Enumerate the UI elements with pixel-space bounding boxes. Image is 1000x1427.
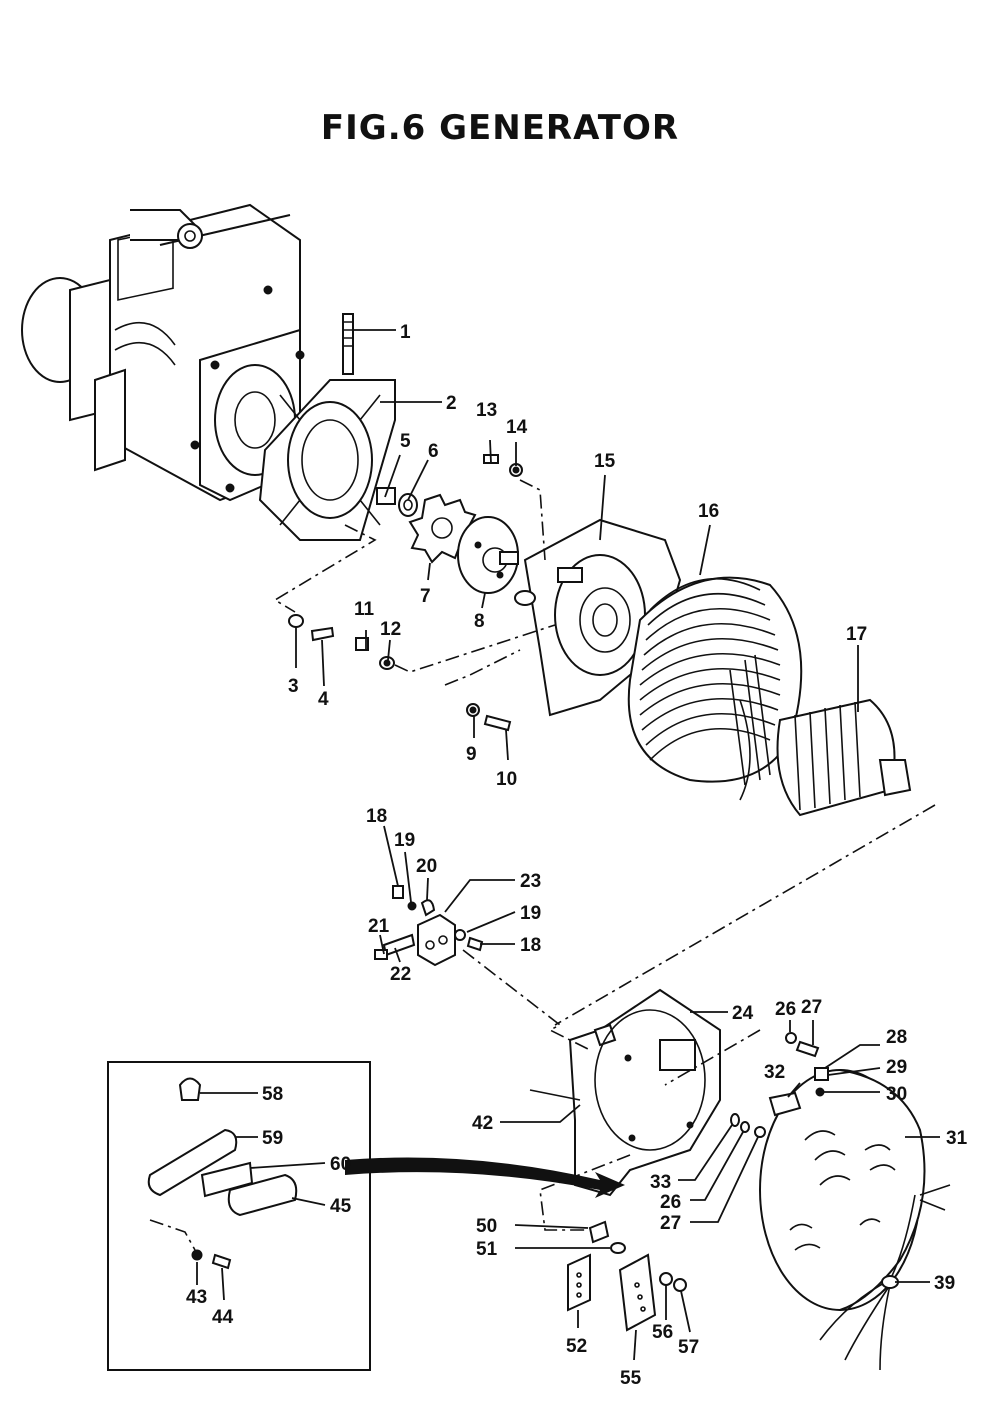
part-rotor xyxy=(739,698,912,817)
callout-3: 3 xyxy=(288,676,299,697)
callout-33: 33 xyxy=(650,1172,671,1193)
part-pad xyxy=(768,1091,802,1117)
callout-24: 24 xyxy=(732,1003,754,1024)
callout-10: 10 xyxy=(496,769,517,790)
part-adapter-plate xyxy=(258,379,396,541)
callout-2: 2 xyxy=(446,393,457,414)
alignment-lines xyxy=(149,479,936,1251)
part-wire xyxy=(529,1089,581,1101)
callout-55: 55 xyxy=(620,1368,642,1389)
callout-8: 8 xyxy=(474,611,485,632)
callout-4: 4 xyxy=(318,689,329,710)
part-stator xyxy=(627,576,803,786)
callout-17: 17 xyxy=(846,624,867,645)
callout-23: 23 xyxy=(520,871,541,892)
engine-block xyxy=(21,203,305,502)
callout-58: 58 xyxy=(262,1084,283,1105)
arrow-to-bracket xyxy=(345,1157,625,1198)
callout-20: 20 xyxy=(416,856,437,877)
callout-12: 12 xyxy=(380,619,401,640)
callout-13: 13 xyxy=(476,400,497,421)
callout-18b: 18 xyxy=(520,935,541,956)
callout-labels: 1 2 3 4 5 6 7 8 9 10 11 12 13 14 15 16 1… xyxy=(186,322,968,1389)
callout-31: 31 xyxy=(946,1128,968,1149)
callout-1: 1 xyxy=(400,322,411,343)
callout-27a: 27 xyxy=(801,997,822,1018)
callout-22: 22 xyxy=(390,964,411,985)
callout-15: 15 xyxy=(594,451,616,472)
callout-44: 44 xyxy=(212,1307,234,1328)
part-terminal-block xyxy=(374,885,484,967)
callout-18a: 18 xyxy=(366,806,387,827)
callout-6: 6 xyxy=(428,441,439,462)
part-fasteners-upper xyxy=(288,454,523,732)
figure-title: FIG.6 GENERATOR xyxy=(320,108,680,148)
part-end-cover xyxy=(759,1069,926,1311)
callout-45: 45 xyxy=(330,1196,352,1217)
callout-9: 9 xyxy=(466,744,477,765)
callout-59: 59 xyxy=(262,1128,283,1149)
part-coupling-hub xyxy=(457,516,519,594)
callout-39: 39 xyxy=(934,1273,955,1294)
callout-26b: 26 xyxy=(660,1192,681,1213)
part-rectifier-group xyxy=(567,1220,687,1332)
callout-16: 16 xyxy=(698,501,719,522)
callout-5: 5 xyxy=(400,431,411,452)
callout-32: 32 xyxy=(764,1062,785,1083)
callout-26a: 26 xyxy=(775,999,796,1020)
callout-60: 60 xyxy=(330,1154,351,1175)
part-cable xyxy=(819,1184,951,1371)
callout-30: 30 xyxy=(886,1084,907,1105)
callout-28: 28 xyxy=(886,1027,907,1048)
callout-51: 51 xyxy=(476,1239,498,1260)
callout-56: 56 xyxy=(652,1322,673,1343)
inset-box xyxy=(107,1061,371,1371)
callout-27b: 27 xyxy=(660,1213,681,1234)
callout-57: 57 xyxy=(678,1337,699,1358)
callout-11: 11 xyxy=(354,599,375,620)
part-rear-bracket xyxy=(568,988,721,1197)
callout-7: 7 xyxy=(420,586,431,607)
callout-14: 14 xyxy=(506,417,528,438)
callout-50: 50 xyxy=(476,1216,497,1237)
callout-19a: 19 xyxy=(394,830,415,851)
callout-52: 52 xyxy=(566,1336,587,1357)
leader-lines xyxy=(196,329,940,1361)
callout-21: 21 xyxy=(368,916,390,937)
callout-43: 43 xyxy=(186,1287,207,1308)
callout-42: 42 xyxy=(472,1113,493,1134)
callout-29: 29 xyxy=(886,1057,907,1078)
callout-19b: 19 xyxy=(520,903,541,924)
part-stud xyxy=(342,313,354,375)
